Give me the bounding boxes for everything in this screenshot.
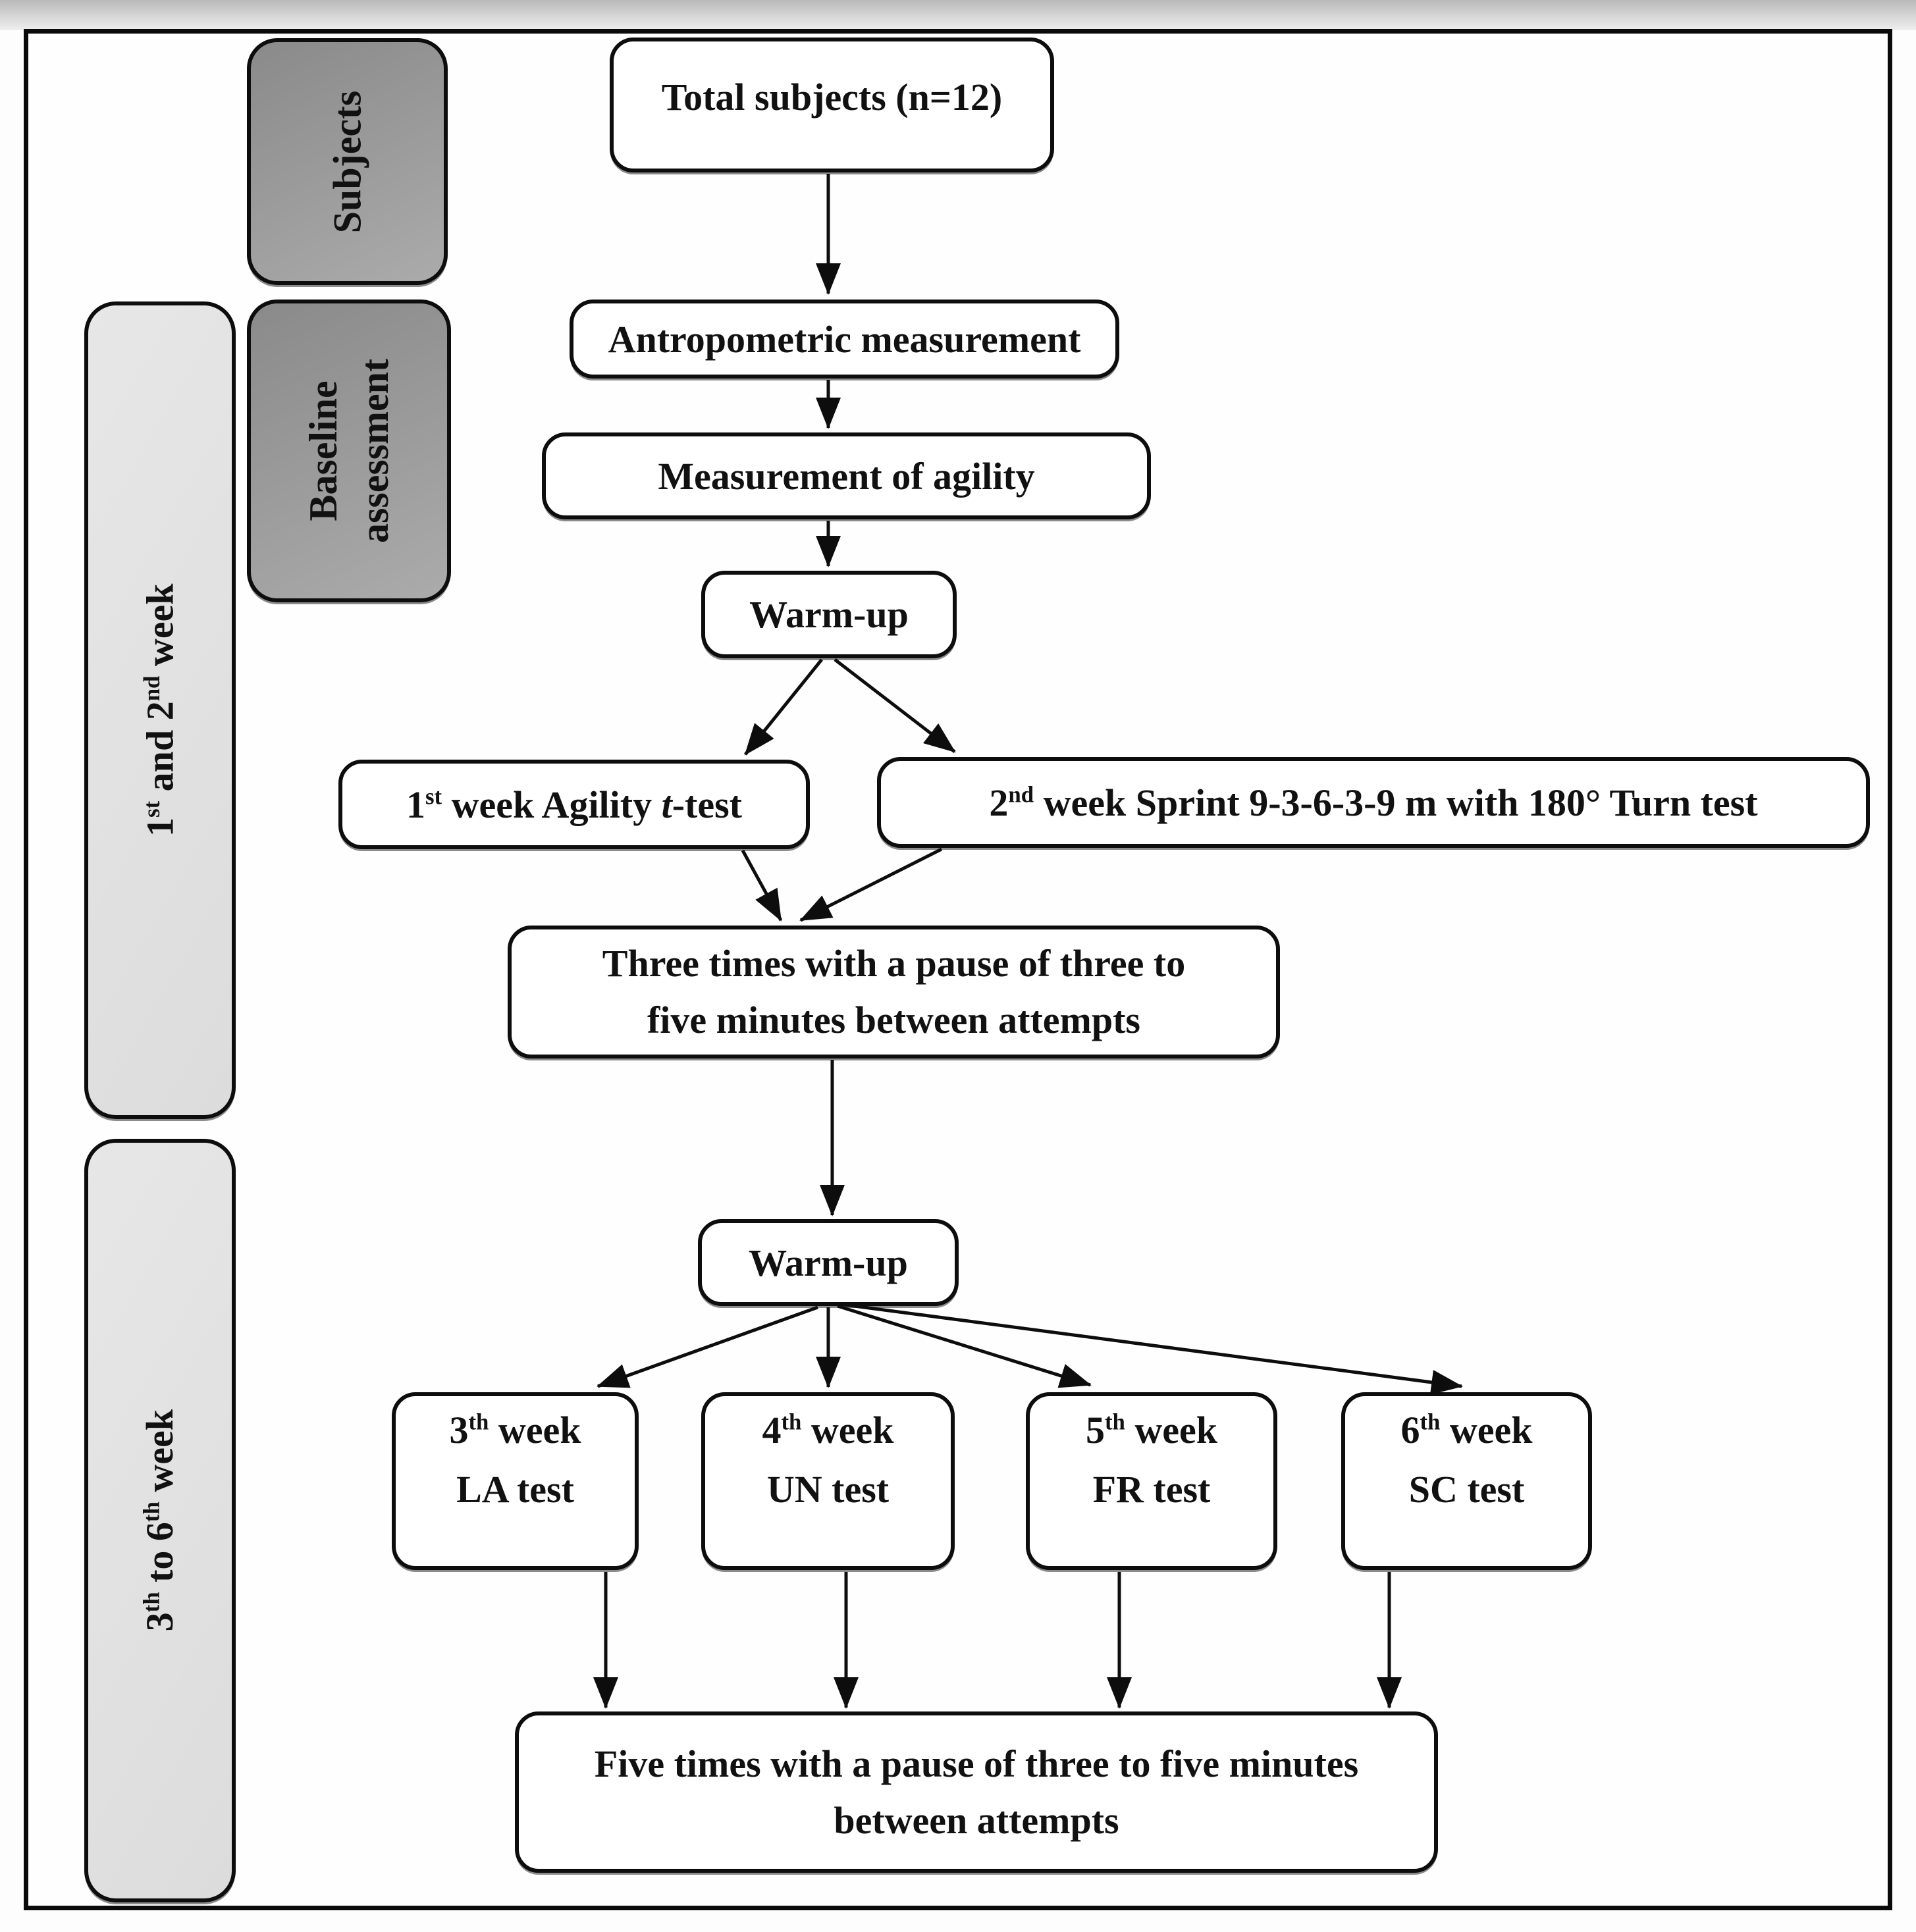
week5-word: week bbox=[1125, 1409, 1218, 1452]
node-week2-sprint-turn-test: 2nd week Sprint 9-3-6-3-9 m with 180° Tu… bbox=[877, 757, 1870, 848]
week3-sup: th bbox=[468, 1409, 489, 1435]
week1-italic-t: t bbox=[661, 783, 672, 826]
arrow-week2-to-three-times bbox=[799, 847, 943, 922]
rail-subjects-box: Subjects bbox=[247, 38, 448, 285]
node-week2-label: 2nd week Sprint 9-3-6-3-9 m with 180° Tu… bbox=[989, 774, 1757, 831]
node-week1-label: 1st week Agility t-test bbox=[406, 776, 742, 833]
week6-num: 6 bbox=[1400, 1409, 1420, 1452]
node-week5-fr-test: 5th week FR test bbox=[1026, 1392, 1277, 1570]
week5-sup: th bbox=[1104, 1409, 1125, 1435]
node-week6-line2: SC test bbox=[1408, 1468, 1525, 1511]
node-antropometric-measurement: Antropometric measurement bbox=[570, 300, 1119, 379]
week2-part1: 2 bbox=[989, 781, 1009, 824]
week4-word: week bbox=[801, 1409, 894, 1452]
week1-part3: -test bbox=[672, 783, 742, 826]
week1-part1: 1 bbox=[406, 783, 425, 826]
node-week4-line1: 4th week bbox=[762, 1401, 893, 1460]
node-five-times-line2: between attempts bbox=[834, 1798, 1119, 1842]
node-agility-label: Measurement of agility bbox=[658, 454, 1035, 498]
node-total-subjects-label: Total subjects (n=12) bbox=[661, 76, 1003, 118]
rail-weeks-1-2-bar: 1st and 2nd week bbox=[84, 301, 236, 1119]
node-antropometric-label: Antropometric measurement bbox=[608, 317, 1081, 361]
rail-baseline-box: Baseline assessment bbox=[247, 300, 451, 602]
week2-sup: nd bbox=[1008, 781, 1034, 808]
node-week6-sc-test: 6th week SC test bbox=[1341, 1392, 1592, 1570]
node-total-subjects: Total subjects (n=12) bbox=[610, 38, 1054, 172]
week4-sup: th bbox=[781, 1409, 802, 1435]
week3-num: 3 bbox=[449, 1409, 469, 1452]
node-three-times-pause: Three times with a pause of three to fiv… bbox=[508, 926, 1280, 1058]
node-three-times-line2: five minutes between attempts bbox=[647, 999, 1140, 1041]
arrow-warmup2-to-week5 bbox=[837, 1304, 1092, 1388]
week2-part2: week Sprint 9-3-6-3-9 m with 180° Turn t… bbox=[1034, 781, 1758, 824]
node-warmup-1-label: Warm-up bbox=[749, 593, 909, 636]
node-week1-agility-t-test: 1st week Agility t-test bbox=[338, 760, 810, 849]
node-week4-line2: UN test bbox=[766, 1468, 890, 1511]
node-week3-line1: 3th week bbox=[449, 1401, 581, 1460]
node-measurement-of-agility: Measurement of agility bbox=[542, 432, 1151, 519]
week1-sup: st bbox=[425, 783, 442, 810]
arrow-warmup1-to-week1 bbox=[744, 658, 823, 756]
node-five-times-pause: Five times with a pause of three to five… bbox=[515, 1711, 1438, 1873]
node-warmup-1: Warm-up bbox=[701, 571, 957, 658]
arrow-warmup1-to-week2 bbox=[834, 658, 956, 753]
node-three-times-line1: Three times with a pause of three to bbox=[602, 942, 1186, 985]
arrow-week1-to-three-times bbox=[741, 849, 783, 922]
node-warmup-2-label: Warm-up bbox=[749, 1241, 908, 1284]
node-week3-line2: LA test bbox=[456, 1468, 574, 1511]
week4-num: 4 bbox=[762, 1409, 782, 1452]
node-week4-un-test: 4th week UN test bbox=[701, 1392, 955, 1570]
arrow-warmup2-to-week6 bbox=[843, 1303, 1463, 1395]
node-week5-line1: 5th week bbox=[1086, 1401, 1217, 1460]
week3-word: week bbox=[489, 1409, 581, 1452]
week1-part2: week Agility bbox=[442, 783, 662, 826]
node-week6-line1: 6th week bbox=[1400, 1401, 1532, 1460]
arrow-warmup2-to-week3 bbox=[597, 1305, 818, 1388]
node-week3-la-test: 3th week LA test bbox=[392, 1392, 639, 1570]
week6-sup: th bbox=[1420, 1409, 1441, 1435]
week5-num: 5 bbox=[1085, 1409, 1105, 1452]
rail-weeks-3-6-bar: 3th to 6th week bbox=[84, 1139, 236, 1902]
node-week5-line2: FR test bbox=[1092, 1468, 1211, 1511]
week6-word: week bbox=[1440, 1409, 1533, 1452]
scan-top-band bbox=[0, 0, 1916, 30]
node-warmup-2: Warm-up bbox=[698, 1219, 959, 1306]
node-five-times-line1: Five times with a pause of three to five… bbox=[594, 1742, 1359, 1785]
